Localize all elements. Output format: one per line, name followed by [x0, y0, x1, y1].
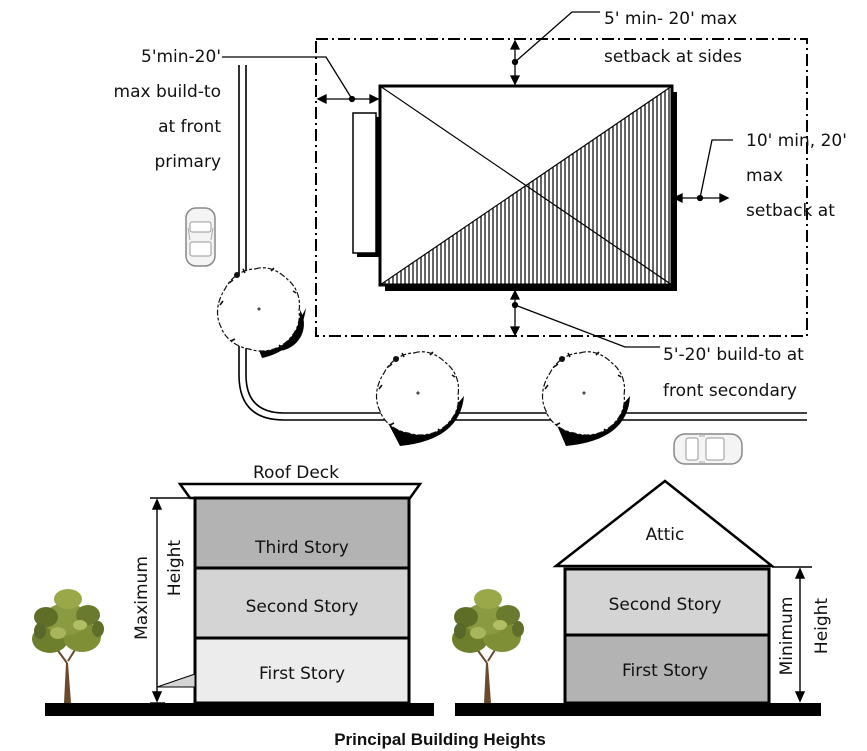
- rear-label-1: 10' min, 20': [746, 131, 847, 151]
- car-horizontal-icon: [673, 433, 743, 465]
- dimension-front-secondary: [509, 289, 660, 348]
- tree-plan-icon-3: [541, 350, 630, 446]
- dimension-rear: [672, 139, 733, 204]
- first-story-left: [193, 636, 411, 705]
- rear-label-3: setback at: [746, 201, 835, 221]
- dimension-sides: [509, 11, 600, 86]
- min-height-dimension: [772, 566, 812, 703]
- right-building-section: [552, 479, 776, 705]
- third-story: [193, 496, 411, 570]
- first-story-right-label: First Story: [622, 661, 708, 681]
- first-story-right: [563, 633, 771, 705]
- tree-plan-icon-2: [375, 350, 464, 446]
- front-primary-label-2: max build-to: [114, 82, 221, 102]
- third-story-label: Third Story: [254, 538, 349, 558]
- road-curb: [238, 65, 807, 421]
- second-story-right: [563, 567, 771, 637]
- front-primary-label-3: at front: [158, 117, 221, 137]
- height-right-label: Height: [812, 598, 832, 655]
- tree-elevation-icon-1: [31, 588, 105, 704]
- ground-line-left: [45, 703, 434, 716]
- figure-caption: Principal Building Heights: [334, 730, 546, 749]
- front-secondary-label-1: 5'-20' build-to at: [663, 345, 804, 365]
- second-story-left-label: Second Story: [246, 597, 359, 617]
- left-building-section: [156, 482, 423, 705]
- tree-plan-icon-1: [216, 266, 306, 358]
- ground-line-right: [455, 703, 821, 716]
- front-secondary-label-2: front secondary: [663, 381, 797, 401]
- front-primary-label-4: primary: [154, 152, 221, 172]
- tree-elevation-icon-2: [451, 588, 525, 704]
- sides-label-1: 5' min- 20' max: [604, 9, 737, 29]
- second-story-left: [193, 566, 411, 640]
- sides-label-2: setback at sides: [604, 47, 742, 67]
- maximum-label: Maximum: [132, 556, 152, 640]
- first-story-left-label: First Story: [259, 664, 345, 684]
- height-left-label: Height: [165, 540, 185, 597]
- minimum-label: Minimum: [777, 597, 797, 676]
- dimension-front-primary: [222, 56, 380, 105]
- max-height-dimension: [150, 497, 192, 704]
- attic-label: Attic: [646, 525, 685, 545]
- porch: [352, 112, 380, 257]
- roof-deck-label: Roof Deck: [253, 463, 339, 483]
- building-footprint: [378, 84, 677, 291]
- front-primary-label-1: 5'min-20': [141, 47, 221, 67]
- second-story-right-label: Second Story: [609, 595, 722, 615]
- rear-label-2: max: [746, 166, 783, 186]
- lot-line: [315, 38, 808, 337]
- car-vertical-icon: [185, 207, 216, 267]
